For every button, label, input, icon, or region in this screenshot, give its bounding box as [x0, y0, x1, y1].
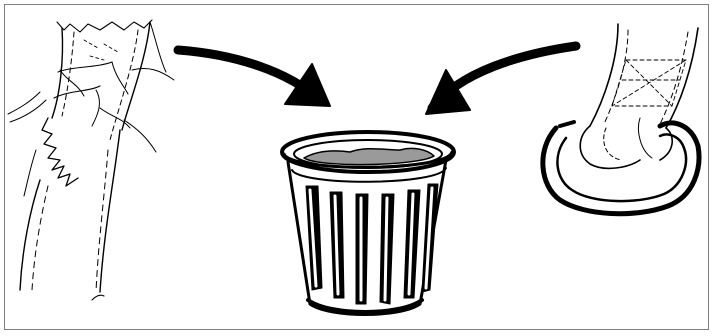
- worn-frayed-webbing-strap: [8, 20, 174, 300]
- arrow-left-to-trash-icon: [178, 50, 330, 106]
- trash-can-icon: [282, 132, 454, 315]
- webbing-strap-with-d-ring: [543, 24, 699, 214]
- arrow-right-to-trash-icon: [426, 46, 576, 114]
